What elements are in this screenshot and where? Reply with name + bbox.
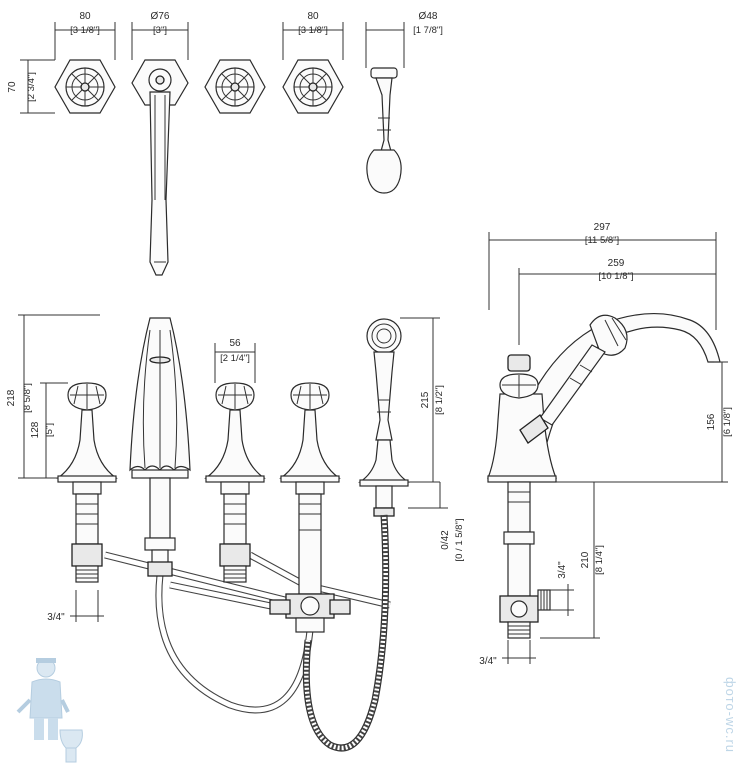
dim-spout-reach-in: [10 1/8"] [598,271,633,282]
dim-overall-depth-mm: 297 [594,222,611,233]
dim-top-handle2-mm: 80 [307,11,319,22]
front-middle-handle [204,382,266,583]
dim-spout-height-in: [8 5/8"] [22,383,33,413]
plumber-mascot-icon [16,658,83,763]
dim-spout-height-mm: 218 [6,389,17,406]
dim-handle-height-mm: 70 [7,81,18,93]
top-right-handle [282,59,344,114]
front-left-handle [56,382,118,583]
dim-overall-depth-in: [11 5/8"] [585,235,619,246]
dim-inlet-side-vertical: 3/4" [557,561,568,579]
dim-inlet-side-bottom: 3/4" [479,656,497,667]
dim-handle-base-in: [5"] [44,423,55,437]
dim-deck-mm: 0/42 [440,530,451,550]
front-spout [129,317,191,577]
dim-handshower-height-mm: 215 [420,391,431,408]
top-left-handle [54,59,116,114]
front-view: 218 [8 5/8"] 128 [5"] 56 [2 1/4"] 215 [8… [6,314,465,752]
dim-spout-reach-mm: 259 [608,258,625,269]
dim-inlet-front: 3/4" [47,612,65,623]
dim-handle-base-mm: 128 [30,421,41,438]
top-spout [131,59,189,276]
dim-handshower-diameter-in: [1 7/8"] [413,25,443,36]
front-handshower [358,318,410,517]
dim-top-handle-mm: 80 [79,11,91,22]
dim-spout-diameter-in: [3"] [153,25,167,36]
dim-spacing-in: [2 1/4"] [220,353,250,364]
dim-rough-depth-mm: 210 [580,551,591,568]
watermark-text: фото-wc.ru [723,677,738,753]
dim-top-handle-in: [3 1/8"] [70,25,100,36]
top-middle-handle [204,59,266,114]
top-view: 80 [3 1/8"] Ø76 [3"] 80 [3 1/8"] Ø48 [1 … [7,11,443,276]
watermark: фото-wc.ru [16,658,738,763]
dim-spout-diameter-mm: Ø76 [151,11,170,22]
dim-top-handle2-in: [3 1/8"] [298,25,328,36]
dim-spacing-mm: 56 [229,338,241,349]
front-right-handle [279,382,341,633]
dim-side-height-mm: 156 [706,413,717,430]
dim-handshower-diameter-mm: Ø48 [419,11,438,22]
side-view: 297 [11 5/8"] 259 [10 1/8"] 156 [6 1/8"]… [479,222,733,667]
dim-deck-in: [0 / 1 5/8"] [454,519,465,562]
dim-handle-height-in: [2 3/4"] [26,72,37,102]
dim-side-height-in: [6 1/8"] [722,407,733,437]
side-handshower [519,314,628,444]
dim-handshower-height-in: [8 1/2"] [434,385,445,415]
dim-rough-depth-in: [8 1/4"] [594,545,605,575]
top-handshower [366,67,402,194]
